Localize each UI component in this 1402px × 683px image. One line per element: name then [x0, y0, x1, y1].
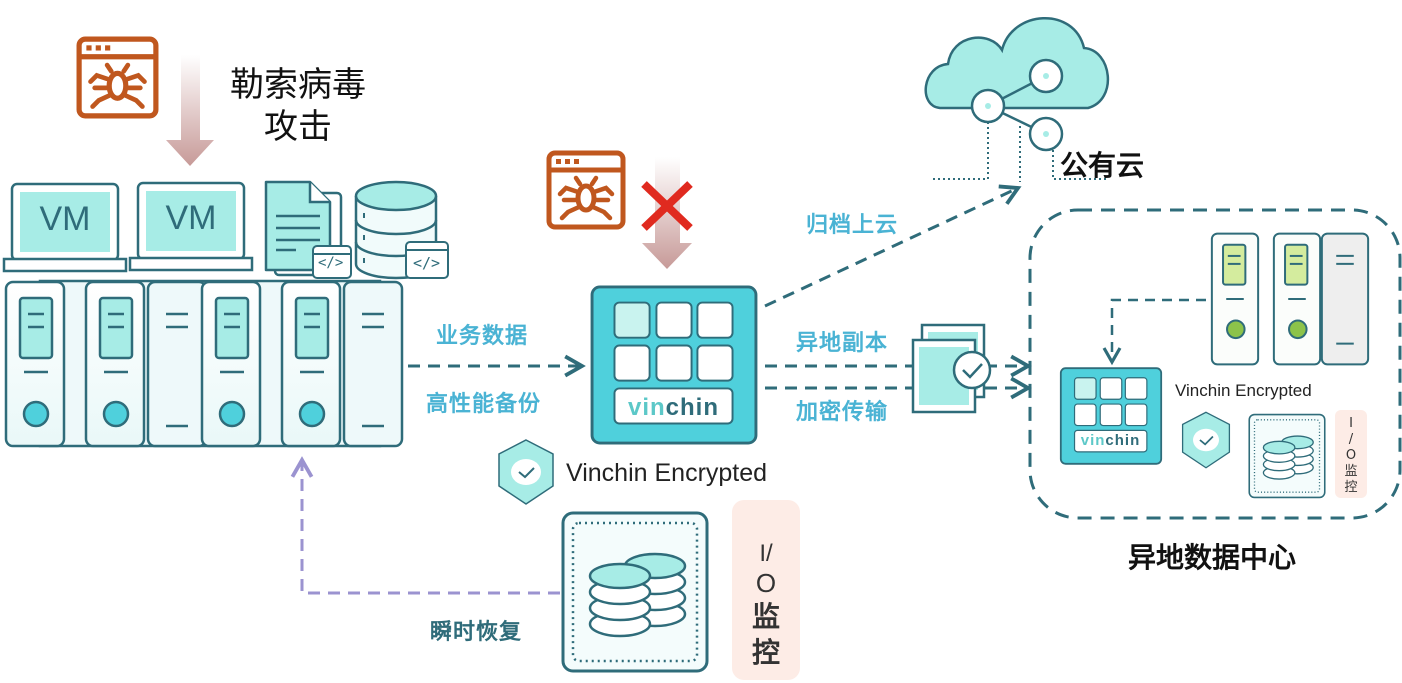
io-o: O: [755, 568, 777, 598]
remote-storage-disks-icon: [1248, 413, 1326, 499]
label-archive-cloud: 归档上云: [806, 213, 899, 238]
blocked-virus-icon: [549, 153, 623, 227]
attack-title-line2: 攻击: [264, 107, 332, 147]
io-i-slash: I/: [759, 540, 773, 567]
logo-part-vin: vin: [1080, 432, 1106, 449]
code-tag-1: </>: [318, 255, 344, 271]
attack-arrow: [166, 55, 214, 166]
logo-part-chin: chin: [1105, 432, 1141, 449]
io-monitor-char1: 监: [751, 600, 780, 633]
remote-io-i: I: [1349, 416, 1353, 431]
logo-part-vin: vin: [627, 394, 666, 421]
remote-io-slash: /: [1348, 432, 1354, 447]
encrypted-shield-icon: [498, 439, 554, 505]
vm-laptop-1: [2, 182, 128, 273]
code-tag-2: </>: [413, 254, 441, 272]
copy-verified-icon: [911, 323, 992, 414]
public-cloud-title: 公有云: [1060, 149, 1145, 182]
label-offsite-copy: 异地副本: [796, 331, 889, 356]
server-2: [84, 280, 146, 448]
ransomware-virus-icon: [79, 39, 156, 116]
remote-io-monitor-char2: 控: [1344, 480, 1358, 495]
public-cloud-icon: [924, 17, 1110, 182]
ransomware-attack-title: 勒索病毒 攻击: [218, 64, 378, 148]
document-icon: [264, 180, 352, 279]
remote-server-2: [1272, 232, 1322, 366]
label-high-perf-backup: 高性能备份: [426, 392, 542, 417]
io-monitor-char2: 控: [751, 636, 780, 669]
remote-vinchin-appliance: [1059, 367, 1163, 465]
server-3: [146, 280, 208, 448]
remote-io-o: O: [1345, 448, 1357, 463]
remote-io-monitor-char1: 监: [1344, 464, 1358, 479]
remote-server-1: [1210, 232, 1260, 366]
label-business-data: 业务数据: [436, 324, 529, 349]
server-1: [4, 280, 66, 448]
attack-title-line1: 勒索病毒: [230, 65, 366, 105]
remote-replication-arrow: [1102, 298, 1206, 366]
server-5: [280, 280, 342, 448]
database-icon: [354, 180, 449, 280]
blocked-attack-arrow: [642, 157, 692, 269]
server-4: [200, 280, 262, 448]
vm-label-2: VM: [165, 199, 217, 237]
encrypted-label: Vinchin Encrypted: [566, 459, 768, 487]
remote-vinchin-logo: vinchin: [1073, 432, 1148, 449]
block-x-icon: [641, 181, 693, 231]
archive-flow-arrow: [764, 184, 1022, 308]
remote-encrypted-label: Vinchin Encrypted: [1175, 381, 1312, 400]
restore-flow-arrow: [290, 456, 560, 595]
vm-laptop-2: [128, 181, 254, 272]
remote-datacenter-boundary: [1028, 208, 1402, 520]
remote-server-3: [1320, 232, 1370, 366]
io-monitor-badge: I/ O 监 控: [732, 500, 800, 680]
storage-disks-icon: [561, 511, 709, 673]
label-encrypted-transfer: 加密传输: [796, 400, 889, 425]
server-6: [342, 280, 404, 448]
remote-datacenter-title: 异地数据中心: [1128, 541, 1297, 574]
label-instant-restore: 瞬时恢复: [430, 620, 523, 645]
vm-label-1: VM: [39, 200, 91, 238]
remote-io-monitor-badge: I / O 监 控: [1335, 410, 1367, 498]
remote-encrypted-shield-icon: [1181, 411, 1231, 469]
vinchin-logo: vinchin: [613, 394, 734, 422]
logo-part-chin: chin: [665, 394, 720, 421]
